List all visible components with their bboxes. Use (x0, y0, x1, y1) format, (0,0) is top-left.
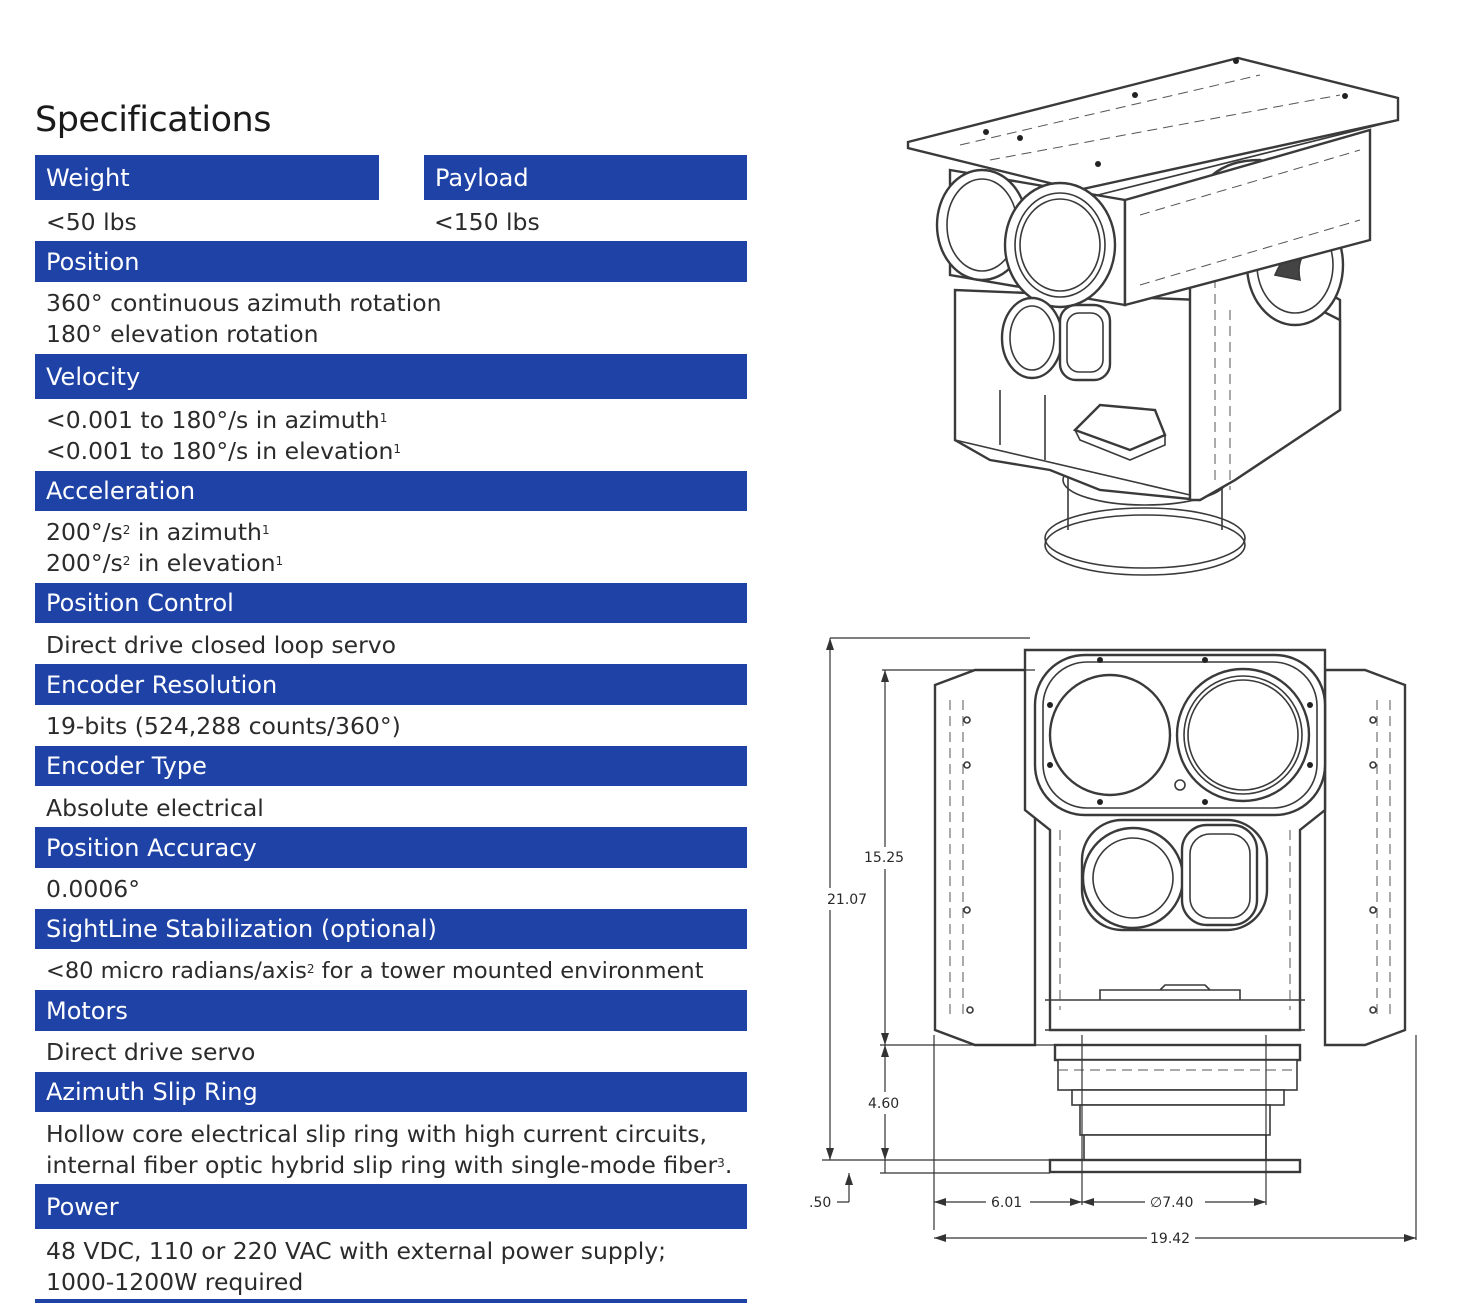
dim-overall-width: 19.42 (1150, 1231, 1190, 1247)
position-header: Position (35, 241, 747, 282)
position-control-header: Position Control (35, 583, 747, 623)
weight-value: <50 lbs (46, 208, 137, 236)
acceleration-header: Acceleration (35, 471, 747, 511)
payload-value: <150 lbs (434, 208, 540, 236)
power-line-2: 1000-1200W required (46, 1268, 304, 1296)
dim-base-height: 4.60 (868, 1096, 899, 1112)
velocity-header: Velocity (35, 354, 747, 399)
dim-flange: .50 (809, 1195, 831, 1211)
weight-header: Weight (35, 155, 379, 200)
bottom-rule (35, 1299, 747, 1303)
position-control-value: Direct drive closed loop servo (46, 631, 397, 659)
velocity-line-2: <0.001 to 180°/s in elevation1 (46, 437, 402, 465)
front-view-drawing: 21.07 15.25 4.60 .50 6.01 ∅7.40 19.42 (809, 637, 1417, 1248)
position-line-2: 180° elevation rotation (46, 320, 319, 348)
motors-header: Motors (35, 990, 747, 1031)
stabilization-header: SightLine Stabilization (optional) (35, 909, 747, 949)
payload-header: Payload (424, 155, 747, 200)
encoder-type-header: Encoder Type (35, 746, 747, 786)
power-header: Power (35, 1184, 747, 1229)
slip-ring-line-2: internal fiber optic hybrid slip ring wi… (46, 1151, 733, 1179)
dim-overall-height: 21.07 (827, 892, 867, 908)
isometric-drawing (906, 56, 1400, 576)
acceleration-line-1: 200°/s2 in azimuth1 (46, 518, 270, 546)
dim-offset: 6.01 (991, 1195, 1022, 1211)
position-accuracy-header: Position Accuracy (35, 827, 747, 868)
position-line-1: 360° continuous azimuth rotation (46, 289, 442, 317)
slip-ring-line-1: Hollow core electrical slip ring with hi… (46, 1120, 707, 1148)
encoder-resolution-header: Encoder Resolution (35, 664, 747, 705)
motors-value: Direct drive servo (46, 1038, 256, 1066)
acceleration-line-2: 200°/s2 in elevation1 (46, 549, 284, 577)
dim-base-diameter: ∅7.40 (1150, 1195, 1193, 1211)
slip-ring-header: Azimuth Slip Ring (35, 1072, 747, 1112)
position-accuracy-value: 0.0006° (46, 875, 140, 903)
power-line-1: 48 VDC, 110 or 220 VAC with external pow… (46, 1237, 667, 1265)
encoder-resolution-value: 19-bits (524,288 counts/360°) (46, 712, 401, 740)
dim-upper-height: 15.25 (864, 850, 904, 866)
stabilization-value: <80 micro radians/axis2 for a tower moun… (46, 958, 704, 984)
encoder-type-value: Absolute electrical (46, 794, 264, 822)
velocity-line-1: <0.001 to 180°/s in azimuth1 (46, 406, 388, 434)
page-title: Specifications (35, 100, 271, 140)
